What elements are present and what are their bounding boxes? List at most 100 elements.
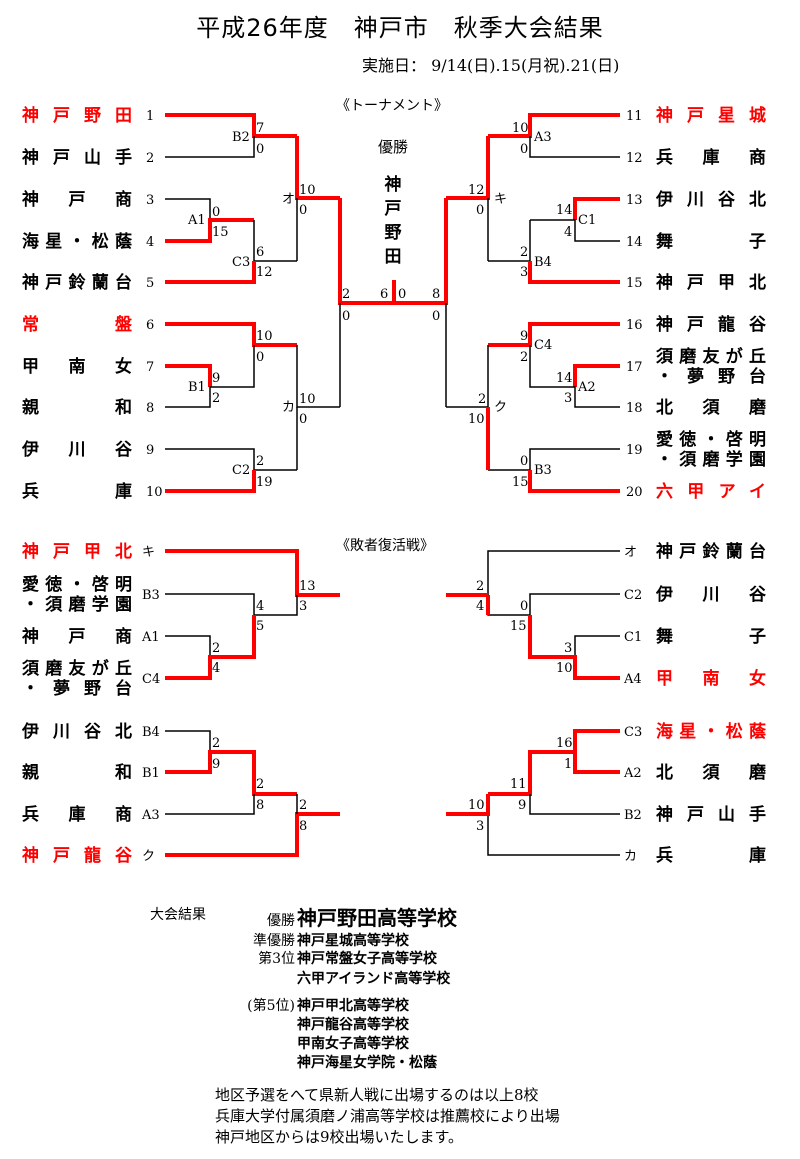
bracket-code: A4 [623, 672, 642, 687]
score-label: 10 [512, 121, 529, 136]
result-school: 六甲アイランド高等学校 [297, 971, 451, 987]
score-label: 2 [212, 641, 220, 656]
team-name: 親和 [22, 397, 132, 418]
section-tournament: 《トーナメント》 [336, 98, 448, 114]
score-label: 2 [476, 579, 484, 594]
results-heading: 大会結果 [150, 907, 206, 923]
score-label: 4 [476, 599, 484, 614]
team-name: 神戸鈴蘭台 [22, 272, 132, 293]
repechage-team: 北須磨 [656, 762, 767, 783]
winner-path [488, 113, 620, 138]
team-name: 常盤 [22, 314, 133, 335]
team-name: 海星・松蔭 [22, 231, 133, 252]
team-name: 神戸星城 [656, 105, 766, 126]
score-label: 6 [256, 245, 264, 260]
score-label: 8 [256, 798, 264, 813]
result-row: 第3位神戸常盤女子高等学校 [150, 948, 437, 968]
note-line-2: 兵庫大学付属須磨ノ浦高等学校は推薦校により出場 [215, 1107, 560, 1125]
seed-number: 17 [626, 360, 643, 375]
score-label: 19 [256, 475, 273, 490]
team-name: 神戸甲北 [656, 272, 766, 293]
score-label: 0 [520, 454, 528, 469]
result-row: 六甲アイランド高等学校 [150, 968, 450, 988]
winner-path [165, 470, 256, 493]
bracket-line [165, 345, 255, 408]
bracket-code: C4 [142, 672, 160, 687]
score-label: 8 [299, 819, 307, 834]
winner-path [573, 729, 620, 752]
score-label: 2 [256, 777, 264, 792]
match-code: B2 [232, 130, 250, 145]
champion-label: 優勝 [378, 138, 408, 156]
match-code: C4 [534, 338, 552, 353]
repechage-team: 海星・松蔭 [656, 721, 767, 742]
bracket-line [446, 813, 620, 856]
bracket-line [487, 593, 620, 616]
score-label: 3 [299, 599, 307, 614]
seed-number: 11 [626, 109, 643, 124]
score-label: 0 [256, 142, 264, 157]
champion-name: 戸 [385, 199, 402, 219]
page-title: 平成26年度 神戸市 秋季大会結果 [196, 14, 604, 42]
match-code: B1 [188, 380, 206, 395]
match-code: A3 [533, 130, 552, 145]
seed-number: 2 [146, 151, 154, 166]
score-label: 2 [212, 391, 220, 406]
bracket-line [488, 448, 620, 471]
result-school: 神戸常盤女子高等学校 [297, 951, 437, 967]
bracket-line [165, 635, 211, 657]
winner-path [528, 261, 620, 284]
score-label: 9 [520, 329, 528, 344]
seed-number: 5 [146, 276, 154, 291]
result-school: 神戸星城高等学校 [297, 933, 409, 949]
score-label: 2 [299, 798, 307, 813]
match-code: ク [494, 400, 507, 415]
score-label: 12 [468, 183, 485, 198]
team-name: 兵庫 [22, 481, 132, 502]
result-rank: 第3位 [258, 951, 295, 967]
score-label: 10 [256, 329, 273, 344]
score-label: 8 [432, 287, 440, 302]
repechage-team: ・夢野台 [22, 678, 132, 699]
bracket-line [165, 448, 297, 471]
score-label: 0 [299, 203, 307, 218]
score-label: 5 [256, 619, 264, 634]
match-code: B4 [534, 255, 552, 270]
score-label: 11 [510, 777, 527, 792]
team-name: 甲南女 [22, 356, 132, 377]
score-label: 10 [468, 412, 485, 427]
bracket-line [446, 550, 620, 596]
score-label: 3 [564, 641, 572, 656]
bracket-code: C2 [624, 588, 642, 603]
team-name: 神戸龍谷 [656, 314, 767, 335]
score-label: 2 [212, 736, 220, 751]
match-code: A1 [187, 213, 206, 228]
seed-number: 15 [626, 276, 643, 291]
team-name: 舞子 [656, 231, 766, 252]
match-code: C3 [232, 255, 250, 270]
bracket-code: A3 [141, 808, 160, 823]
result-row: (第5位)神戸甲北高等学校 [150, 995, 409, 1015]
seed-number: 12 [626, 151, 643, 166]
score-label: 2 [520, 245, 528, 260]
winner-path [528, 615, 620, 680]
score-label: 15 [510, 619, 527, 634]
seed-number: 7 [146, 360, 154, 375]
match-code: C1 [578, 213, 596, 228]
team-name: 須磨友が丘 [656, 346, 766, 367]
winner-path [165, 364, 212, 387]
repechage-team: 神戸山手 [656, 804, 766, 825]
repechage-team: 神戸鈴蘭台 [656, 541, 766, 562]
score-label: 12 [256, 265, 273, 280]
result-school: 神戸甲北高等学校 [297, 998, 409, 1014]
bracket-code: B1 [142, 766, 160, 781]
result-row: 神戸龍谷高等学校 [150, 1014, 409, 1034]
bracket-code: カ [624, 849, 637, 864]
note-line-1: 地区予選をへて県新人戦に出場するのは以上8校 [215, 1086, 539, 1104]
repechage-team: 伊川谷 [655, 584, 767, 605]
match-code: オ [282, 192, 295, 207]
score-label: 13 [299, 579, 316, 594]
score-label: 2 [520, 350, 528, 365]
result-rank: 優勝 [267, 913, 295, 929]
